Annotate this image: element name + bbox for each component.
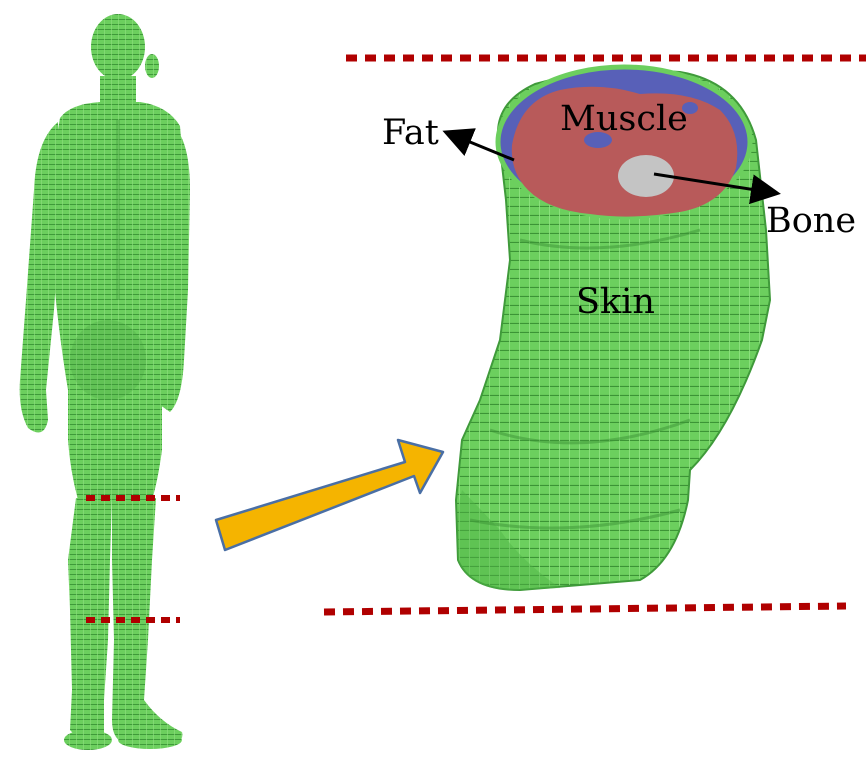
muscle-label: Muscle	[560, 99, 688, 139]
bone-label: Bone	[766, 201, 856, 241]
leg-segment-model	[456, 67, 770, 590]
zoom-arrow	[216, 440, 443, 550]
skin-label: Skin	[576, 282, 655, 322]
segment-bottom-dashed-line	[324, 606, 846, 612]
fat-label: Fat	[382, 113, 439, 153]
human-body-model	[20, 14, 190, 750]
